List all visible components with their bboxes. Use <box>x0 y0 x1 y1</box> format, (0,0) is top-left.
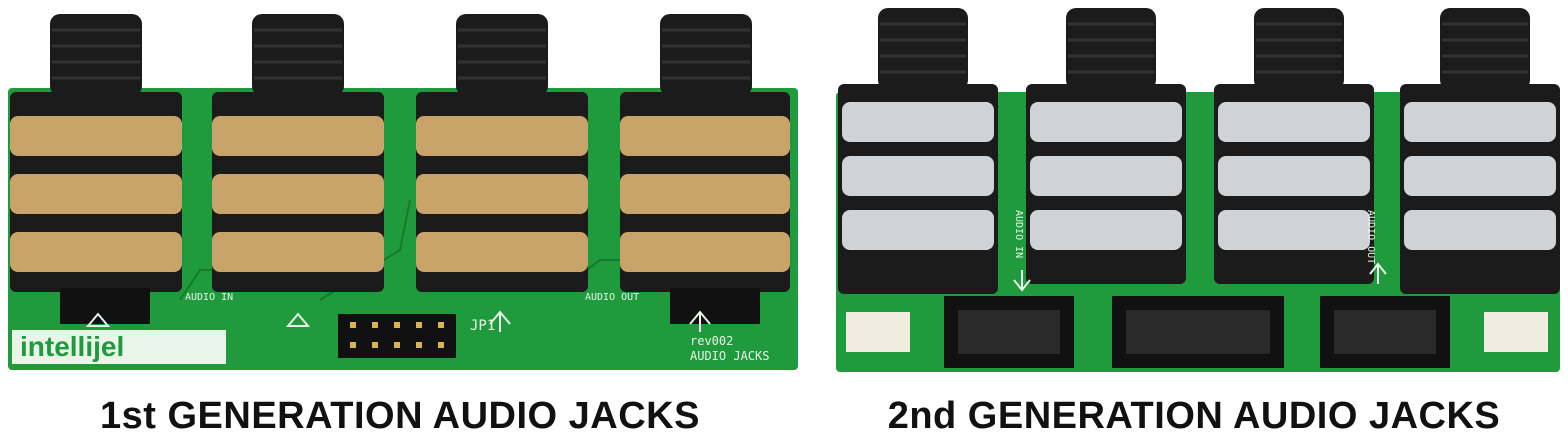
audio-in-label: AUDIO IN <box>185 292 233 303</box>
jack-1 <box>838 8 998 294</box>
jack-2 <box>1026 8 1186 284</box>
jack-1 <box>10 14 182 324</box>
audio-out-label: AUDIO OUT <box>1365 210 1376 264</box>
brand-box <box>12 330 226 364</box>
arrow-down-icon <box>1013 270 1031 292</box>
arrow-icon <box>85 312 111 327</box>
second-gen-jacks <box>838 8 1560 294</box>
jack-3 <box>1214 8 1374 284</box>
second-gen-caption: 2nd GENERATION AUDIO JACKS <box>887 395 1501 437</box>
arrow-up-icon <box>1369 262 1387 284</box>
rev-label: rev002 <box>690 334 733 348</box>
first-gen-board-photo: intellijel JP1 rev002 AUDIO JACKS AUDIO … <box>8 14 798 370</box>
white-connectors <box>846 312 1548 352</box>
first-gen-panel: intellijel JP1 rev002 AUDIO JACKS AUDIO … <box>8 14 798 437</box>
board-name-label: AUDIO JACKS <box>690 349 769 363</box>
first-gen-jacks <box>10 14 790 324</box>
second-gen-board-photo: AUDIO IN AUDIO OUT <box>836 8 1560 372</box>
audio-out-label: AUDIO OUT <box>585 292 639 303</box>
jp1-header <box>338 314 456 358</box>
jack-4 <box>1400 8 1560 294</box>
brand-text: intellijel <box>20 331 124 362</box>
box-headers <box>944 296 1450 368</box>
jack-2 <box>212 14 384 292</box>
jack-3 <box>416 14 588 292</box>
arrow-up-icon <box>689 310 711 332</box>
first-gen-pcb <box>8 88 798 370</box>
arrow-up-icon <box>489 310 511 332</box>
first-gen-caption: 1st GENERATION AUDIO JACKS <box>100 395 700 437</box>
audio-in-label: AUDIO IN <box>1013 210 1024 258</box>
arrow-icon <box>285 312 311 327</box>
second-gen-panel: AUDIO IN AUDIO OUT 2nd GENERATION AUDIO … <box>820 0 1568 446</box>
jack-4 <box>620 14 790 324</box>
jp1-label: JP1 <box>470 318 495 334</box>
